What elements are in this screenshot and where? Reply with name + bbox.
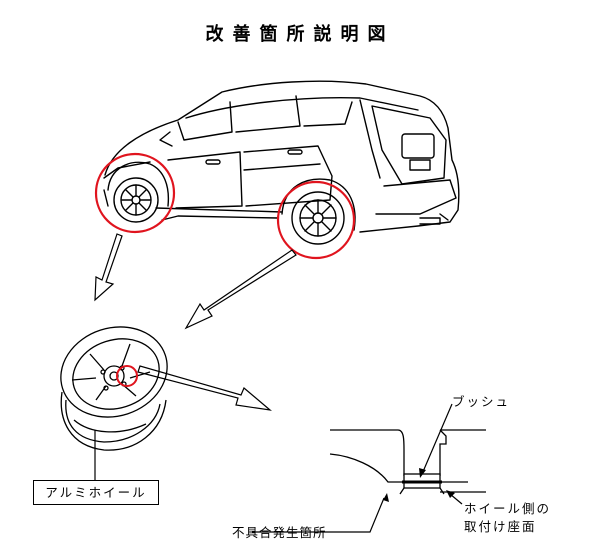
leader-arrowheads <box>383 468 455 502</box>
aluminum-wheel-label-box: アルミホイール <box>33 480 159 505</box>
rear-wheel-highlight <box>276 180 356 260</box>
section-detail <box>329 429 486 495</box>
defect-location-label: 不具合発生箇所 <box>232 525 327 540</box>
wheel-seat-label-line1: ホイール側の <box>464 501 552 516</box>
pointer-arrows <box>94 233 297 411</box>
hub-nut-highlight <box>116 365 138 387</box>
bush-label: ブッシュ <box>452 394 511 409</box>
aluminum-wheel-label: アルミホイール <box>45 485 147 500</box>
section-leaders <box>252 403 463 533</box>
car-illustration <box>103 80 460 245</box>
aluminum-wheel-illustration <box>60 326 168 451</box>
front-wheel-highlight <box>94 152 176 234</box>
diagram-title: 改善箇所説明図 <box>205 24 395 45</box>
wheel-seat-label-line2: 取付け座面 <box>464 519 537 534</box>
